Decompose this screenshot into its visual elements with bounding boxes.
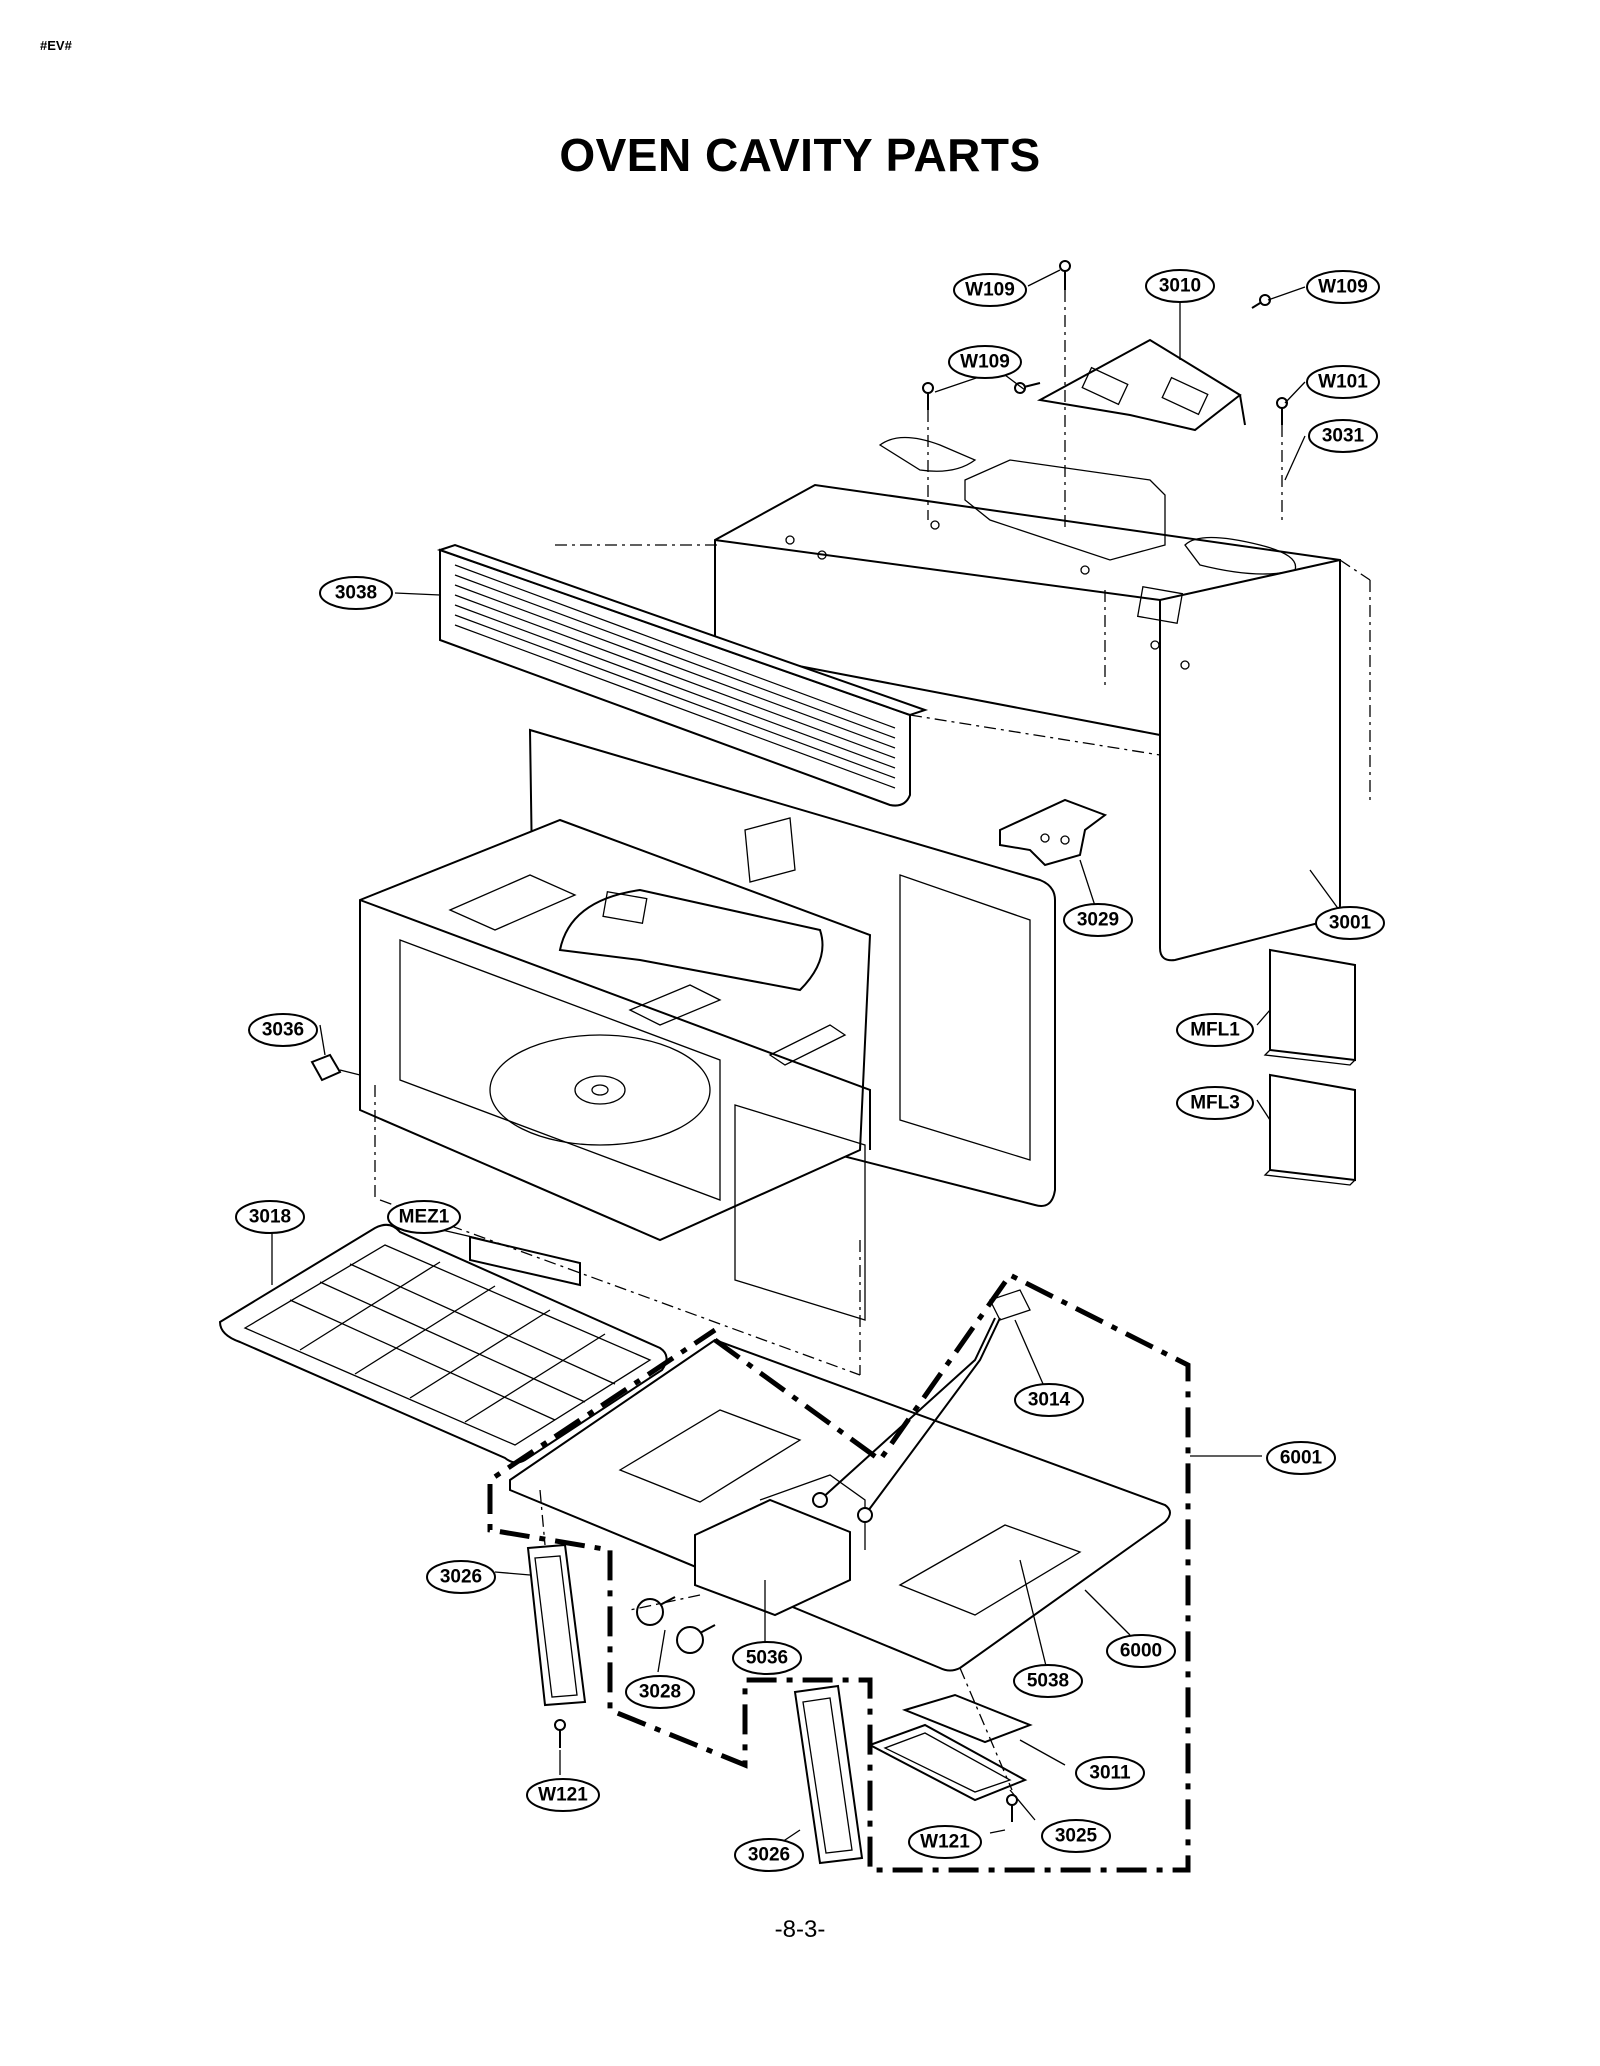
base-plate-6000: [509, 1338, 1171, 1672]
callout-text: W101: [1318, 372, 1368, 393]
cover-3011: [901, 1693, 1033, 1744]
callout-3031[interactable]: 3031: [1308, 419, 1378, 453]
assembly-boundary-6001: [487, 1271, 1191, 1873]
screw-group-top: [922, 260, 1288, 425]
callout-text: 3018: [249, 1207, 291, 1228]
callout-5038[interactable]: 5038: [1013, 1664, 1083, 1698]
callout-text: W109: [960, 352, 1010, 373]
callout-text: 3028: [639, 1682, 681, 1703]
callout-5036[interactable]: 5036: [732, 1641, 802, 1675]
callout-w109-b[interactable]: W109: [1306, 270, 1380, 304]
callout-text: 3011: [1089, 1763, 1131, 1784]
filter-3026-right: [793, 1684, 864, 1865]
callout-text: 6001: [1280, 1448, 1323, 1469]
rack-3018: [218, 1223, 668, 1464]
cover-3025: [867, 1723, 1028, 1802]
callout-6000[interactable]: 6000: [1106, 1634, 1176, 1668]
callout-mfl1[interactable]: MFL1: [1176, 1013, 1254, 1047]
callout-text: W109: [965, 280, 1015, 301]
bracket-3010: [1036, 338, 1246, 432]
callout-3014[interactable]: 3014: [1014, 1383, 1084, 1417]
callout-text: W109: [1318, 277, 1368, 298]
callout-mfl3[interactable]: MFL3: [1176, 1086, 1254, 1120]
latch-3036: [310, 1053, 361, 1082]
callout-3038[interactable]: 3038: [319, 576, 393, 610]
lamps-3028: [636, 1596, 716, 1654]
screws-w121: [554, 1719, 1018, 1822]
callout-text: 3036: [262, 1020, 304, 1041]
label-plate-mez1: [469, 1235, 581, 1287]
callout-text: 3025: [1055, 1826, 1098, 1847]
callout-text: MFL3: [1190, 1093, 1240, 1114]
bracket-3029: [999, 798, 1108, 867]
callout-text: 6000: [1120, 1641, 1162, 1662]
callout-w109-a[interactable]: W109: [953, 273, 1027, 307]
callout-mez1[interactable]: MEZ1: [387, 1200, 461, 1234]
callout-text: 5036: [746, 1648, 788, 1669]
callout-text: 3001: [1329, 913, 1372, 934]
manual-mfl1: [1263, 948, 1356, 1066]
callout-text: 3026: [440, 1567, 482, 1588]
callout-text: 3026: [748, 1845, 790, 1866]
perforation-area: [448, 874, 847, 1066]
callout-text: W121: [538, 1785, 588, 1806]
vent-grille-3038: [436, 543, 929, 807]
outer-case-3001: [714, 436, 1341, 962]
callout-3025[interactable]: 3025: [1041, 1819, 1111, 1853]
callout-3018[interactable]: 3018: [235, 1200, 305, 1234]
callout-text: 3031: [1322, 426, 1365, 447]
callout-text: MEZ1: [399, 1207, 450, 1228]
callout-3029[interactable]: 3029: [1063, 903, 1133, 937]
oven-cavity: [359, 728, 1056, 1321]
callout-w109-c[interactable]: W109: [948, 345, 1022, 379]
callout-text: W121: [920, 1832, 970, 1853]
callout-3011[interactable]: 3011: [1075, 1756, 1145, 1790]
callout-3028[interactable]: 3028: [625, 1675, 695, 1709]
callout-w121-right[interactable]: W121: [908, 1825, 982, 1859]
header-mark: #EV#: [40, 38, 72, 53]
callout-text: MFL1: [1190, 1020, 1240, 1041]
callout-3001[interactable]: 3001: [1315, 906, 1385, 940]
callout-6001[interactable]: 6001: [1266, 1441, 1336, 1475]
callout-3036[interactable]: 3036: [248, 1013, 318, 1047]
callout-3010[interactable]: 3010: [1145, 269, 1215, 303]
manual-mfl3: [1263, 1073, 1356, 1186]
callout-w121-left[interactable]: W121: [526, 1778, 600, 1812]
filter-3026-left: [526, 1543, 587, 1707]
callout-text: 3038: [335, 583, 377, 604]
callout-text: 3029: [1077, 910, 1119, 931]
callout-text: 5038: [1027, 1671, 1069, 1692]
assembly-lines: [374, 290, 1371, 1791]
callout-w101[interactable]: W101: [1306, 365, 1380, 399]
page-number: -8-3-: [774, 1916, 826, 1943]
callout-text: 3010: [1159, 276, 1201, 297]
callout-text: 3014: [1028, 1390, 1071, 1411]
page-title: OVEN CAVITY PARTS: [559, 129, 1041, 181]
callout-3026-left[interactable]: 3026: [426, 1560, 496, 1594]
callout-3026-right[interactable]: 3026: [734, 1838, 804, 1872]
